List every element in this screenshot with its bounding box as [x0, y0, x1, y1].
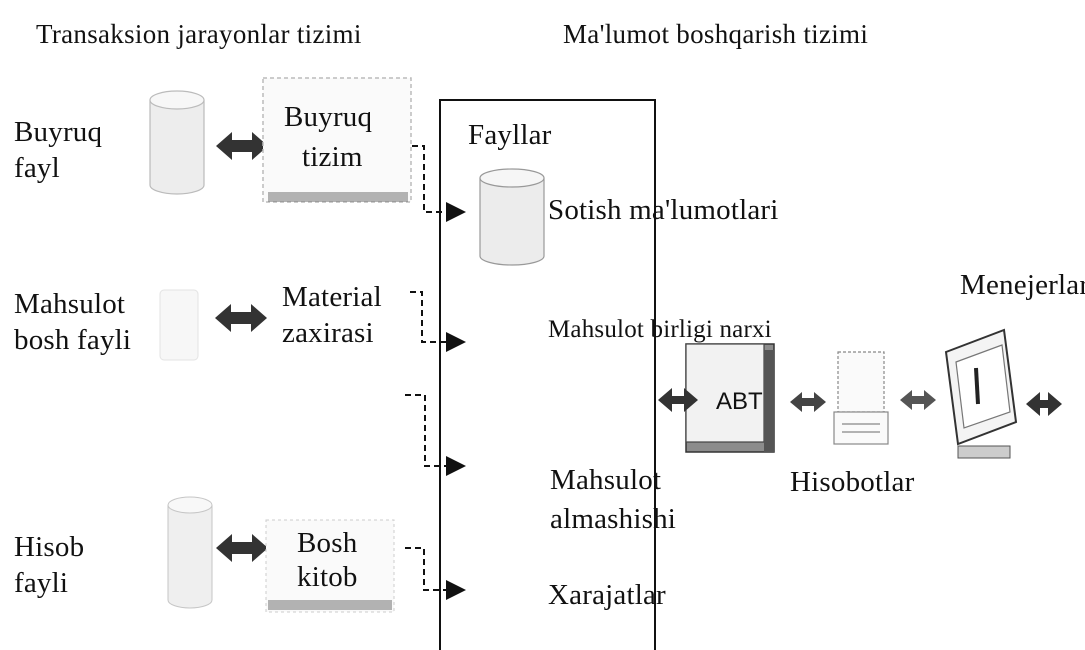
arrow-out-icon	[1026, 392, 1062, 416]
system-ledger-line2: kitob	[297, 561, 358, 593]
product-master-file-icon	[159, 289, 199, 361]
system-order-line1: Buyruq	[284, 101, 373, 133]
system-ledger-line1: Bosh	[297, 527, 358, 559]
double-arrow-2	[215, 304, 267, 332]
file-product-turnover-line2: almashishi	[550, 503, 677, 535]
source-order-line2: fayl	[14, 152, 60, 184]
order-system-box	[262, 77, 412, 203]
abt-book-icon	[685, 343, 775, 453]
arrow-to-reports-icon	[790, 392, 826, 412]
system-material-line1: Material	[282, 281, 382, 313]
system-order-line2: tizim	[302, 141, 363, 173]
file-unit-price: Mahsulot birligi narxi	[548, 316, 772, 343]
system-material-line2: zaxirasi	[282, 317, 374, 349]
abt-label: ABT	[716, 388, 763, 415]
header-transaction-systems: Transaksion jarayonlar tizimi	[36, 19, 362, 49]
source-account-line2: fayli	[14, 567, 69, 599]
reports-printer-icon	[833, 351, 889, 445]
double-arrow-3	[216, 534, 268, 562]
source-product-line1: Mahsulot	[14, 288, 126, 320]
dashed-connectors	[405, 145, 466, 600]
sales-data-cylinder-icon	[479, 168, 545, 266]
arrow-to-managers-icon	[900, 390, 936, 410]
header-management-systems: Ma'lumot boshqarish tizimi	[563, 19, 869, 49]
ledger-box	[265, 519, 395, 613]
account-file-cylinder-icon	[167, 496, 213, 609]
arrow-to-abt-icon	[658, 388, 698, 412]
file-product-turnover-line1: Mahsulot	[550, 464, 662, 496]
file-expenses: Xarajatlar	[548, 579, 666, 611]
managers-label: Menejerlar	[960, 269, 1085, 301]
managers-monitor-icon	[944, 328, 1018, 459]
files-container	[439, 99, 656, 650]
source-order-line1: Buyruq	[14, 116, 103, 148]
reports-label: Hisobotlar	[790, 466, 915, 498]
source-product-line2: bosh fayli	[14, 324, 132, 356]
double-arrow-1	[216, 132, 268, 160]
order-file-cylinder-icon	[149, 90, 205, 195]
files-title: Fayllar	[468, 119, 552, 151]
source-account-line1: Hisob	[14, 531, 85, 563]
file-sales-data: Sotish ma'lumotlari	[548, 194, 779, 226]
